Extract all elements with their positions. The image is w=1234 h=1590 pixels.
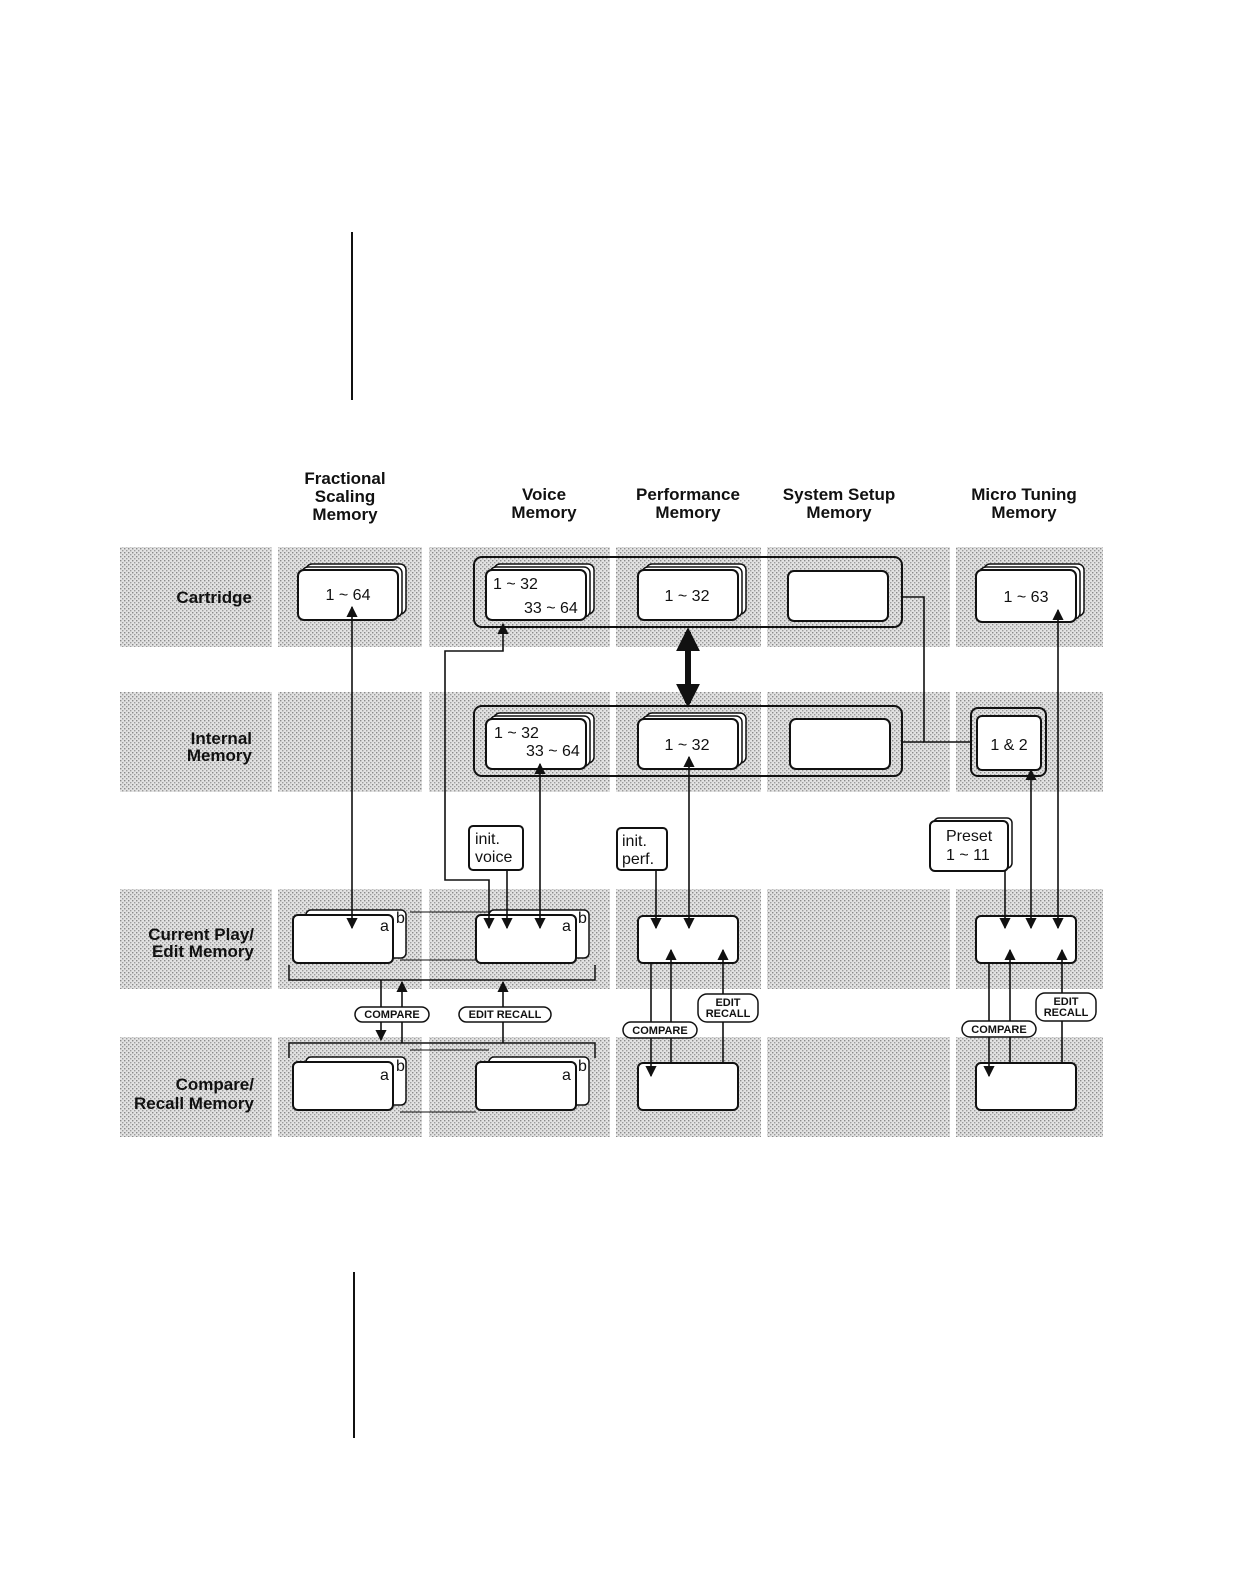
voice-compare-box: a b: [475, 1056, 590, 1111]
voice-edit-recall-pill: EDIT RECALL: [458, 1006, 552, 1023]
voice-internal-range-b: 33 ~ 64: [526, 743, 580, 760]
frac-cartridge-range: 1 ~ 64: [326, 587, 371, 604]
cartridge-group-frame: [473, 556, 903, 628]
system-internal-box: [789, 718, 891, 770]
perf-internal-box: 1 ~ 32: [637, 712, 747, 770]
frac-compare-pill: COMPARE: [354, 1006, 430, 1023]
frac-current-layer-b: b: [396, 910, 405, 927]
perf-internal-range: 1 ~ 32: [665, 737, 710, 754]
band-current-system: [767, 889, 950, 989]
voice-internal-range-a: 1 ~ 32: [494, 725, 539, 742]
micro-cartridge-range: 1 ~ 63: [1004, 589, 1049, 606]
perf-compare-pill: COMPARE: [622, 1021, 698, 1039]
voice-edit-recall-pill-label: EDIT RECALL: [469, 1009, 542, 1021]
band-cartridge-label: [120, 547, 272, 647]
frac-compare-layer-a: a: [380, 1067, 389, 1084]
micro-internal-box: 1 & 2: [976, 715, 1042, 771]
micro-compare-pill-label: COMPARE: [971, 1024, 1026, 1036]
init-perf-label: init.perf.: [622, 833, 654, 868]
compare-bracket: [288, 1042, 596, 1058]
system-micro-route: [902, 596, 971, 743]
perf-compare-box: [637, 1062, 739, 1111]
band-internal-frac: [278, 692, 422, 792]
frac-cartridge-box: 1 ~ 64: [297, 563, 407, 621]
voice-current-layer-b: b: [578, 910, 587, 927]
top-margin-rule: [351, 232, 353, 400]
row-label-cartridge: Cartridge: [176, 588, 252, 607]
voice-cartridge-range-b: 33 ~ 64: [524, 600, 578, 617]
band-compare-system: [767, 1037, 950, 1137]
connections: [346, 596, 1068, 1078]
frac-current-box: a b: [292, 909, 407, 964]
init-voice-box: init.voice: [468, 825, 524, 871]
voice-compare-layer-a: a: [562, 1067, 571, 1084]
voice-cartridge-box: 1 ~ 32 33 ~ 64: [485, 563, 595, 621]
bottom-margin-rule: [353, 1272, 355, 1438]
voice-cart-route: [444, 622, 509, 930]
voice-current-box: a b: [475, 909, 590, 964]
frac-compare-box: a b: [292, 1056, 407, 1111]
frac-current-layer-a: a: [380, 918, 389, 935]
current-bracket: [288, 965, 596, 981]
band-current-label: [120, 889, 272, 989]
voice-cartridge-range-a: 1 ~ 32: [493, 576, 538, 593]
voice-internal-box: 1 ~ 32 33 ~ 64: [485, 712, 595, 770]
micro-compare-box: [975, 1062, 1077, 1111]
perf-compare-pill-label: COMPARE: [632, 1025, 687, 1037]
row-label-current: Current Play/Edit Memory: [148, 925, 254, 961]
band-compare-label: [120, 1037, 272, 1137]
frac-compare-layer-b: b: [396, 1058, 405, 1075]
perf-cartridge-range: 1 ~ 32: [665, 588, 710, 605]
voice-compare-layer-b: b: [578, 1058, 587, 1075]
micro-cartridge-box: 1 ~ 63: [975, 563, 1085, 623]
micro-internal-range: 1 & 2: [990, 737, 1027, 754]
init-perf-text: init.perf.: [622, 833, 654, 868]
voice-current-layer-a: a: [562, 918, 571, 935]
band-internal-label: [120, 692, 272, 792]
micro-current-box: [975, 915, 1077, 964]
system-cartridge-box: [787, 570, 889, 622]
frac-compare-pill-label: COMPARE: [364, 1009, 419, 1021]
init-perf-box: init.perf.: [616, 827, 668, 871]
perf-cartridge-box: 1 ~ 32: [637, 563, 747, 621]
micro-compare-pill: COMPARE: [961, 1020, 1037, 1038]
row-label-compare: Compare/Recall Memory: [134, 1075, 255, 1113]
